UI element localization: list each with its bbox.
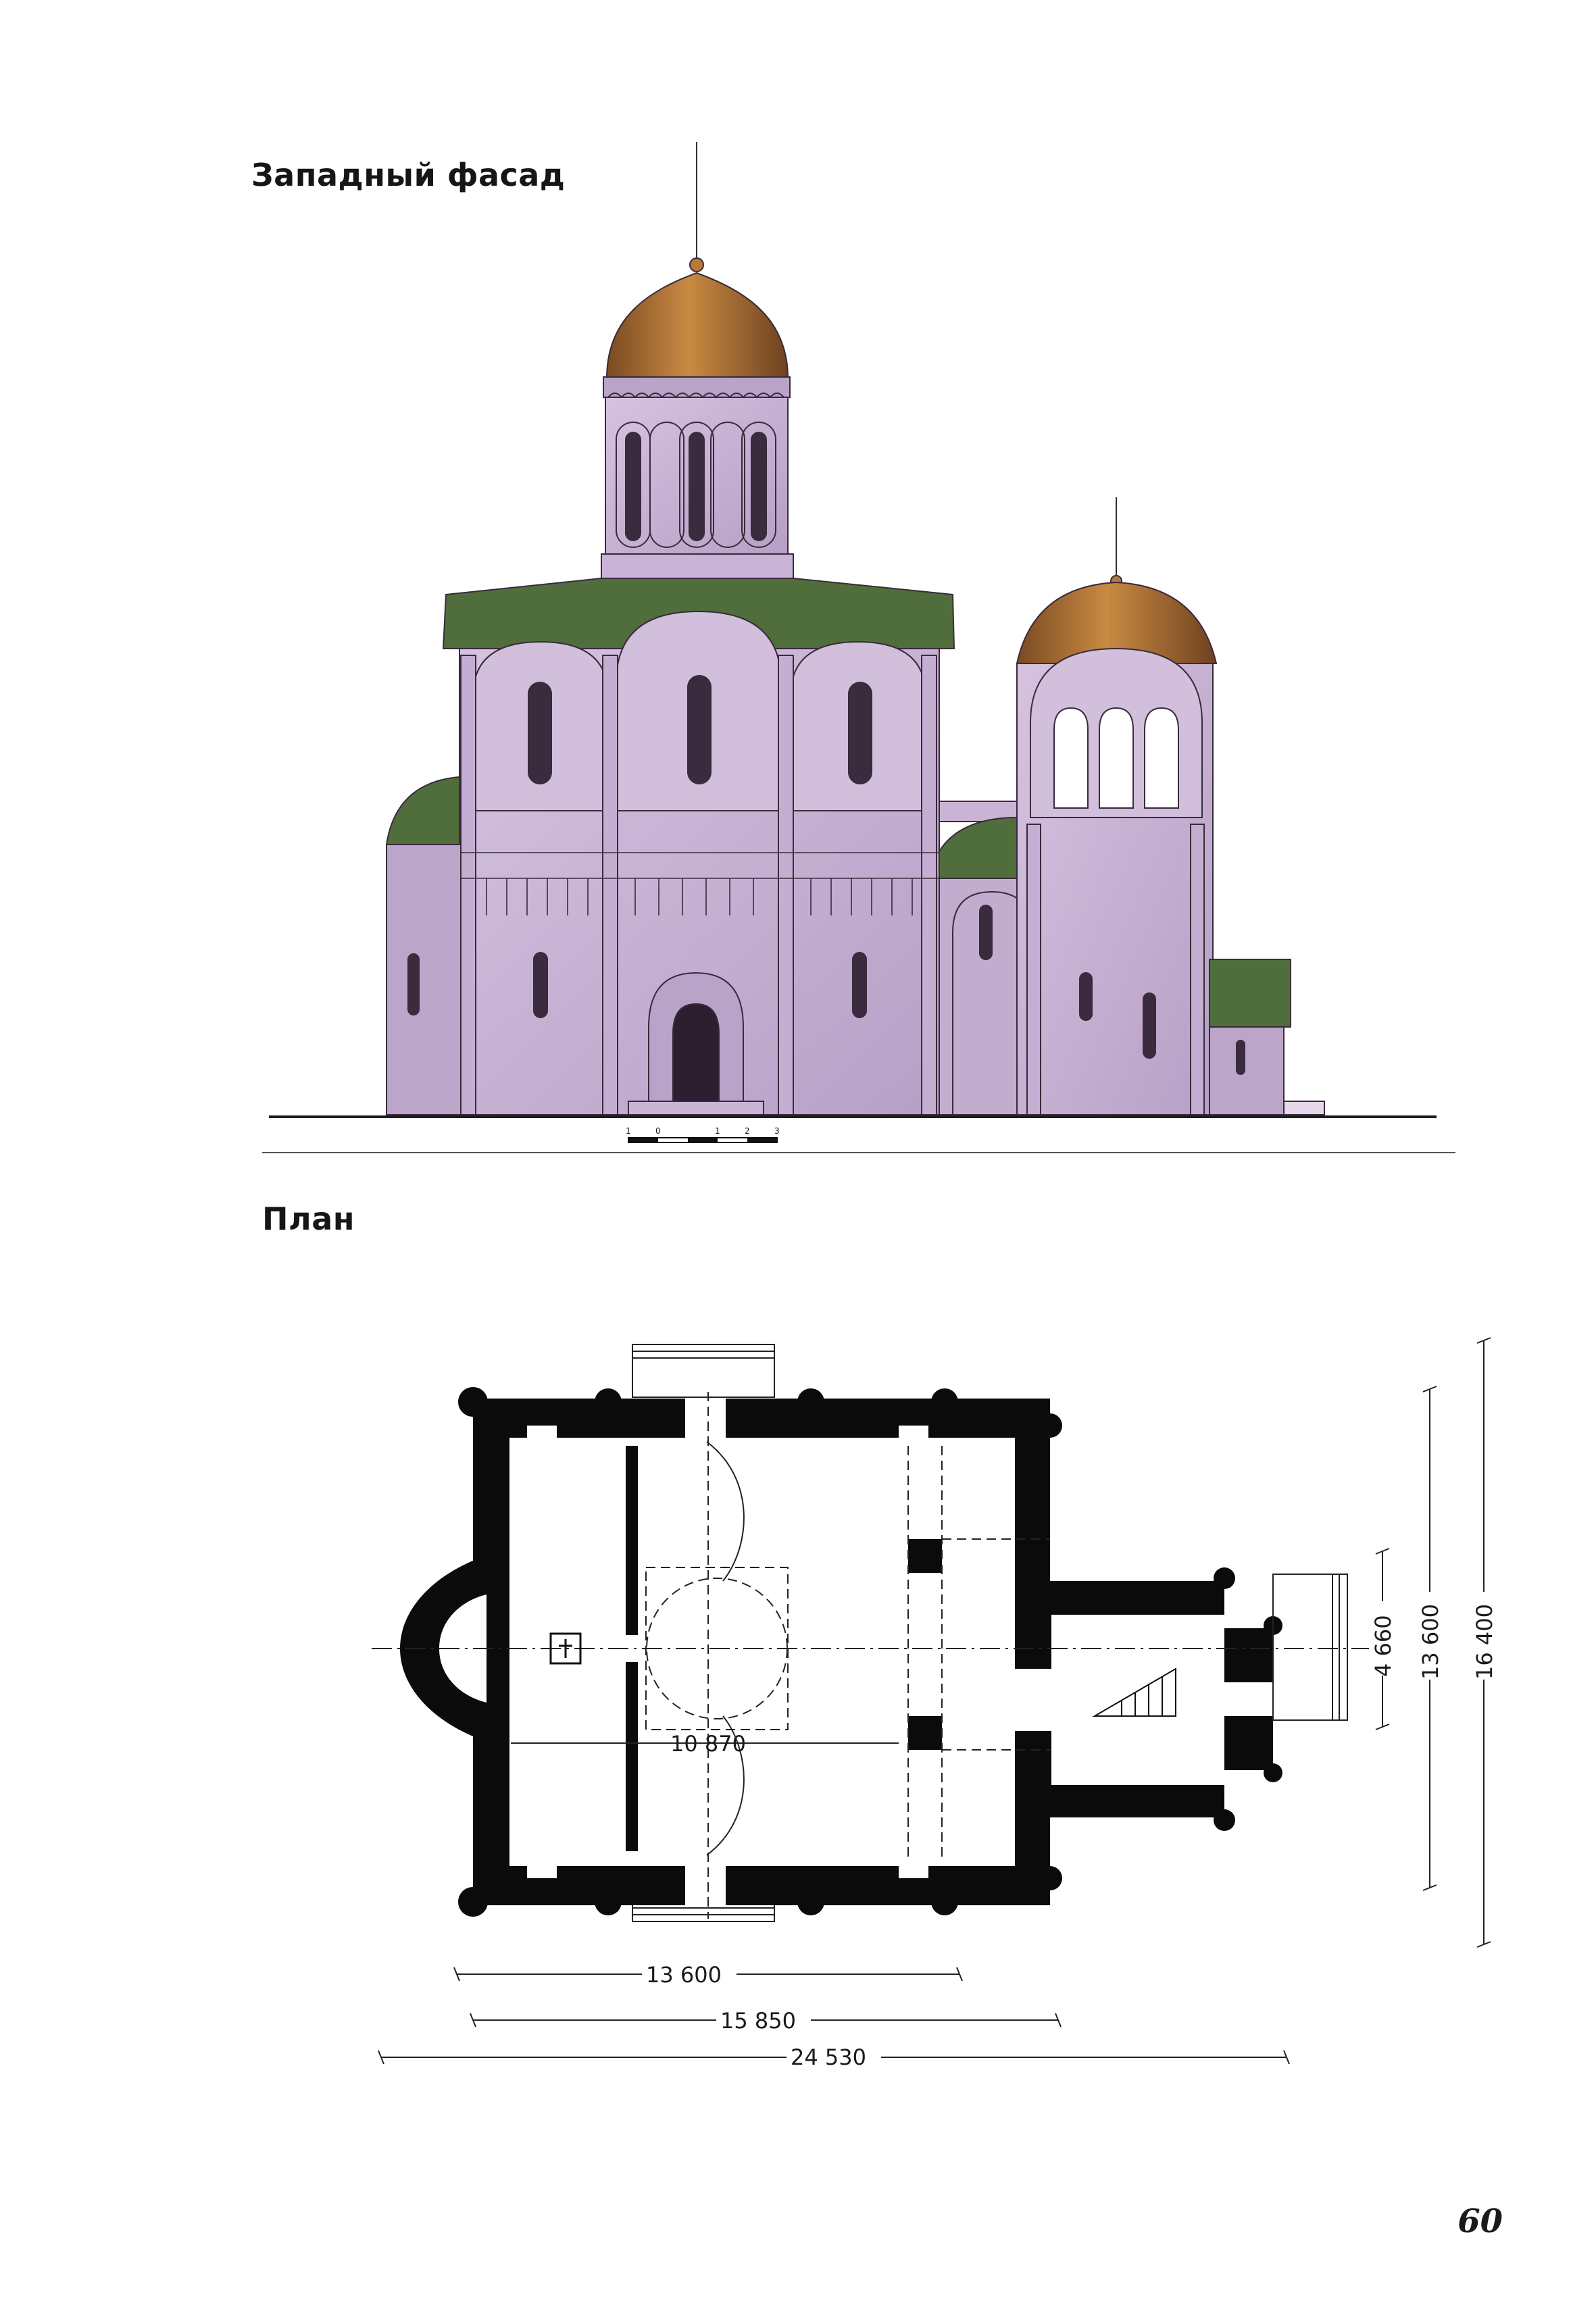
scale-label-1b: 1 (715, 1126, 720, 1136)
porch-wall (1209, 1026, 1285, 1115)
plan-piers (626, 1446, 942, 1851)
plan-openings (527, 1399, 1054, 1905)
tower-left-pilaster (1026, 824, 1041, 1115)
plan-walls (400, 1399, 1273, 1905)
drum-base (601, 553, 794, 579)
dim-inner-width: 10 870 (670, 1731, 746, 1757)
dim-width-15850: 15 850 (720, 2008, 796, 2034)
left-apse-roof (385, 776, 460, 845)
porch-steps (1283, 1101, 1325, 1115)
facade-pilasters (460, 655, 937, 1115)
main-dome (605, 272, 789, 379)
plan-buttresses (458, 1387, 1282, 1917)
west-facade-drawing (269, 142, 1437, 1118)
porch-window (1236, 1040, 1245, 1075)
plan-stair (1092, 1667, 1176, 1717)
floor-plan-drawing: 10 870 13 600 15 850 24 530 (372, 1337, 1497, 2073)
scale-label-3: 3 (774, 1126, 780, 1136)
main-spire-orb (689, 257, 704, 272)
belfry-openings (1053, 707, 1179, 809)
annex-window (979, 905, 993, 960)
plan-steps-top (632, 1344, 775, 1398)
tower-dome (1016, 581, 1218, 664)
dim-width-24530: 24 530 (791, 2044, 866, 2070)
altar-icon (549, 1632, 582, 1665)
portal-steps (628, 1101, 764, 1115)
drum-pilasters (616, 422, 776, 548)
scale-bar: 1 0 1 2 3 (626, 1126, 780, 1143)
dim-height-4660: 4 660 (1370, 1615, 1396, 1677)
scale-label-1a: 1 (626, 1126, 631, 1136)
facade-heading: Западный фасад (251, 157, 566, 193)
dim-width-13600: 13 600 (646, 1962, 722, 1988)
plan-heading: План (262, 1201, 355, 1237)
tower-right-pilaster (1190, 824, 1205, 1115)
page-number: 60 (1457, 2203, 1503, 2240)
drum-windows (625, 432, 767, 541)
left-apse-window (407, 953, 420, 1015)
plan-curved-walls (706, 1441, 745, 1856)
plan-porch (1272, 1574, 1348, 1721)
lower-windows (533, 952, 867, 1018)
upper-windows (528, 675, 872, 784)
porch-roof (1209, 959, 1291, 1028)
drum-arcade (607, 393, 784, 399)
tower-windows (1079, 972, 1156, 1059)
dim-height-13600: 13 600 (1418, 1604, 1443, 1680)
scale-label-0: 0 (655, 1126, 661, 1136)
dim-height-16400: 16 400 (1472, 1604, 1497, 1680)
scale-label-2: 2 (745, 1126, 750, 1136)
plan-dashed-lines (645, 1392, 1050, 1919)
left-apse-wall (386, 844, 462, 1115)
portal-door (672, 1003, 720, 1109)
